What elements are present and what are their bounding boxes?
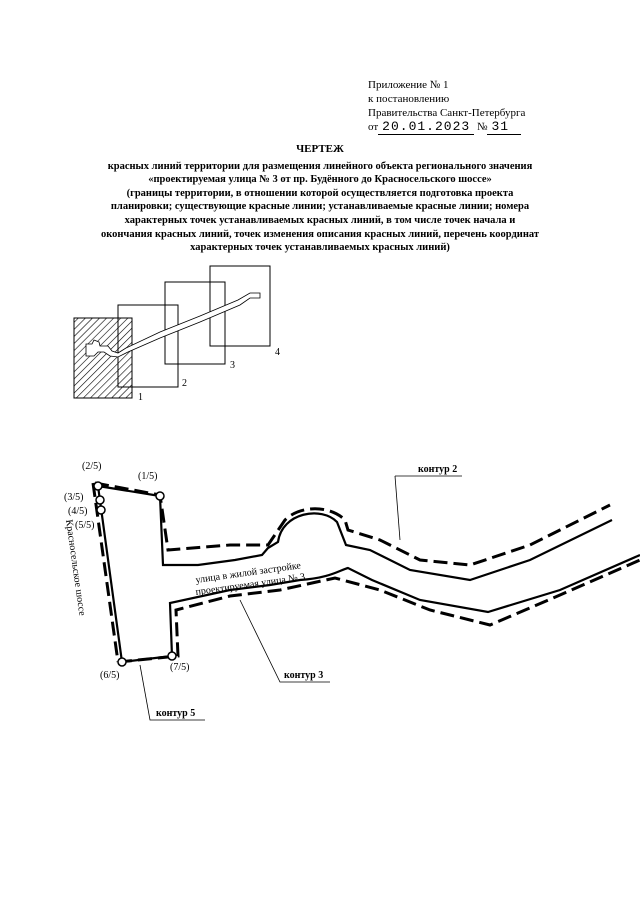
- solid-line-south: [96, 485, 640, 664]
- point-label-5: (5/5): [75, 520, 94, 531]
- dashed-line-north: [94, 481, 611, 567]
- point-marker-1: [155, 491, 165, 501]
- leader-kontur-2: [394, 475, 401, 541]
- contour-label-2: контур 2: [418, 464, 457, 475]
- sheet-label-3: 3: [230, 360, 235, 371]
- document-number: 31: [487, 119, 522, 135]
- title-block: ЧЕРТЕЖ красных линий территории для разм…: [60, 143, 580, 255]
- point-label-2: (2/5): [82, 461, 101, 472]
- title-line-6: окончания красных линий, точек изменения…: [100, 228, 540, 240]
- appendix-line-3: Правительства Санкт-Петербурга: [368, 107, 526, 119]
- sheet-label-4: 4: [275, 347, 280, 358]
- dashed-line-south: [117, 558, 640, 664]
- sheet-frame-1: [117, 304, 179, 388]
- appendix-line-1: Приложение № 1: [368, 79, 449, 91]
- appendix-block: Приложение № 1 к постановлению Правитель…: [368, 78, 526, 135]
- document-heading: ЧЕРТЕЖ: [296, 143, 344, 155]
- point-marker-3: [95, 495, 105, 505]
- sheet-label-2: 2: [182, 378, 187, 389]
- document-date: 20.01.2023: [378, 119, 475, 135]
- title-line-5: характерных точек устанавливаемых красны…: [124, 214, 516, 226]
- sheet-label-1: 1: [138, 392, 143, 403]
- point-label-1: (1/5): [138, 471, 157, 482]
- contour-label-5: контур 5: [156, 708, 195, 719]
- highway-name: Красносельское шоссе: [63, 519, 87, 617]
- leader-kontur-5: [139, 664, 205, 721]
- point-marker-7: [167, 651, 177, 661]
- point-label-7: (7/5): [170, 662, 189, 673]
- point-label-3: (3/5): [64, 492, 83, 503]
- sheet-frame-2: [164, 281, 226, 365]
- title-line-7: характерных точек устанавливаемых красны…: [190, 242, 450, 254]
- point-label-6: (6/5): [100, 670, 119, 681]
- point-marker-2: [93, 481, 103, 491]
- main-drawing: (1/5) (2/5) (3/5) (4/5) (5/5) (6/5) (7/5…: [63, 461, 640, 721]
- point-marker-6: [117, 657, 127, 667]
- hatched-area: [73, 317, 133, 399]
- leader-kontur-3: [239, 599, 330, 683]
- title-line-1: красных линий территории для размещения …: [107, 160, 533, 172]
- title-line-2: «проектируемая улица № 3 от пр. Будённог…: [148, 174, 492, 186]
- key-street-outline: [85, 292, 261, 358]
- contour-label-3: контур 3: [284, 670, 323, 681]
- point-marker-4: [96, 505, 106, 515]
- number-prefix: №: [476, 121, 488, 133]
- solid-line-north: [97, 484, 613, 582]
- date-prefix: от: [368, 121, 379, 133]
- key-map: 1 2 3 4: [73, 265, 280, 403]
- sheet-frame-3: [209, 265, 271, 347]
- title-line-3: (границы территории, в отношении которой…: [126, 187, 514, 199]
- point-label-4: (4/5): [68, 506, 87, 517]
- appendix-line-2: к постановлению: [368, 93, 450, 105]
- title-line-4: планировки; существующие красные линии; …: [110, 201, 530, 213]
- dashed-line-highway: [91, 482, 120, 663]
